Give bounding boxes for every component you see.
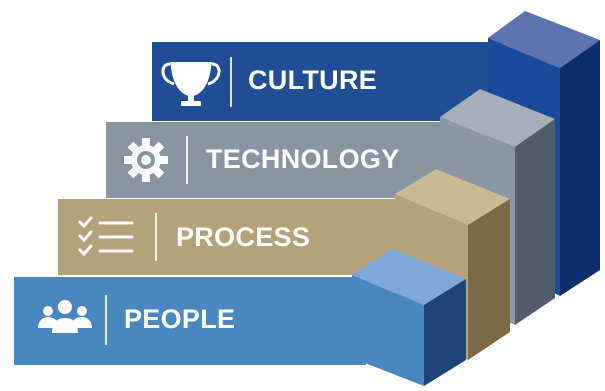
technology-block-top xyxy=(440,89,555,147)
process-divider xyxy=(155,213,157,261)
people-block-front xyxy=(352,275,424,386)
culture-label: CULTURE xyxy=(248,65,378,95)
trophy-icon xyxy=(161,62,221,106)
technology-label: TECHNOLOGY xyxy=(206,144,400,174)
technology-divider xyxy=(186,136,188,184)
people-block-side xyxy=(424,279,466,386)
people-divider xyxy=(105,295,107,345)
culture-block-top xyxy=(488,11,600,68)
culture-divider xyxy=(230,57,232,107)
process-block-top xyxy=(395,169,510,225)
culture-band xyxy=(152,42,502,121)
gear-icon xyxy=(124,138,168,182)
people-icon xyxy=(38,300,92,333)
process-label: PROCESS xyxy=(176,222,311,252)
people-label: PEOPLE xyxy=(124,304,236,334)
checklist-icon xyxy=(78,216,134,257)
people-block-top xyxy=(352,249,466,305)
culture-block-side xyxy=(560,40,600,296)
process-block-side xyxy=(468,199,510,360)
technology-block-side xyxy=(515,119,555,325)
